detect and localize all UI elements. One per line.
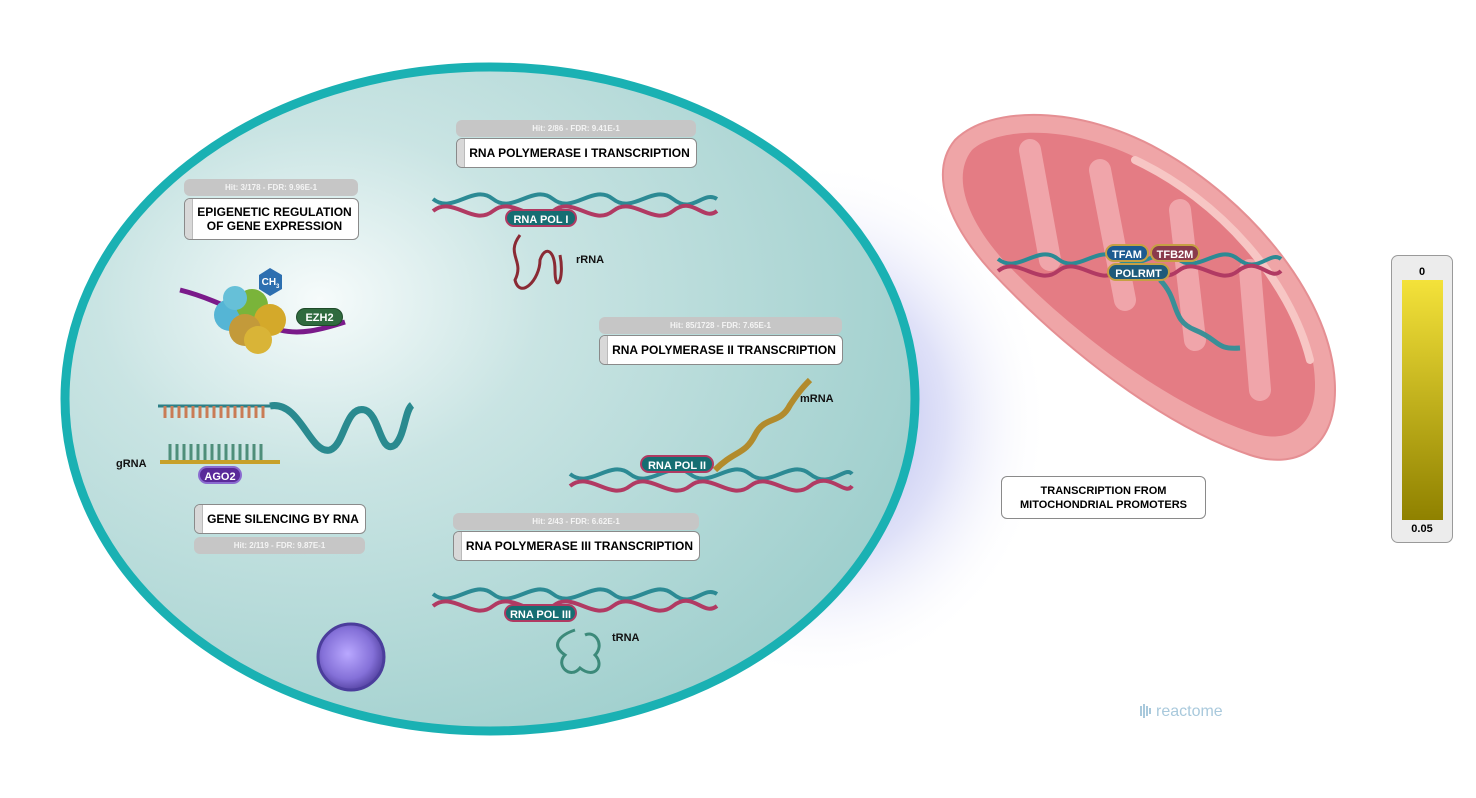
mrna-strand: [712, 377, 813, 473]
ch3-hexagon: [259, 268, 282, 296]
ch3-subscript: 3: [276, 284, 280, 290]
mrna-label: mRNA: [800, 393, 834, 405]
rrna-label: rRNA: [576, 254, 605, 266]
pathway-label: RNA POLYMERASE II TRANSCRIPTION: [612, 343, 836, 357]
pathway-epigenetic-regulation[interactable]: EPIGENETIC REGULATION OF GENE EXPRESSION: [184, 198, 359, 240]
dna-helix-pol3: [431, 587, 719, 613]
rrna-strand: [512, 234, 563, 290]
grna-label: gRNA: [116, 458, 147, 470]
tfam-protein[interactable]: TFAM: [1105, 244, 1149, 262]
hit-epigenetic: Hit: 3/178 - FDR: 9.96E-1: [184, 179, 358, 196]
pathway-gene-silencing-by-rna[interactable]: GENE SILENCING BY RNA: [194, 504, 366, 534]
analysis-bar: [457, 139, 465, 167]
analysis-bar: [195, 505, 203, 533]
trna-label: tRNA: [612, 632, 640, 644]
legend-gradient: [1402, 280, 1443, 520]
pathway-label: GENE SILENCING BY RNA: [207, 512, 359, 526]
ezh2-protein[interactable]: EZH2: [296, 308, 343, 326]
trna-strand: [556, 628, 601, 674]
hit-rna-pol-iii: Hit: 2/43 - FDR: 6.62E-1: [453, 513, 699, 530]
rna-pol-i-complex[interactable]: RNA POL I: [505, 209, 577, 227]
pathway-mitochondrial-transcription[interactable]: TRANSCRIPTION FROM MITOCHONDRIAL PROMOTE…: [1001, 476, 1206, 519]
ago2-protein[interactable]: AGO2: [198, 466, 242, 484]
analysis-bar: [185, 199, 193, 239]
hit-rna-pol-i: Hit: 2/86 - FDR: 9.41E-1: [456, 120, 696, 137]
analysis-bar: [600, 336, 608, 364]
pathway-label: EPIGENETIC REGULATION OF GENE EXPRESSION: [197, 205, 352, 233]
rna-pol-ii-complex[interactable]: RNA POL II: [640, 455, 714, 473]
tfb2m-protein[interactable]: TFB2M: [1150, 244, 1200, 262]
nuclear-body: [316, 622, 386, 692]
rna-pol-iii-complex[interactable]: RNA POL III: [504, 604, 577, 622]
pathway-label: RNA POLYMERASE I TRANSCRIPTION: [469, 146, 690, 160]
legend-bottom-value: 0.05: [1411, 523, 1433, 535]
legend-top-value: 0: [1418, 266, 1426, 278]
nucleosome: [179, 286, 346, 354]
dna-helix-pol1: [431, 192, 719, 218]
gene-silencing-helix: [158, 402, 415, 464]
pathway-label: RNA POLYMERASE III TRANSCRIPTION: [465, 539, 694, 553]
analysis-bar: [454, 532, 462, 560]
pathway-rna-pol-ii-transcription[interactable]: RNA POLYMERASE II TRANSCRIPTION: [599, 335, 843, 365]
mitochondrion: [941, 113, 1337, 461]
reactome-logo-text: reactome: [1156, 703, 1223, 720]
pathway-rna-pol-iii-transcription[interactable]: RNA POLYMERASE III TRANSCRIPTION: [453, 531, 700, 561]
dna-helix-pol2: [568, 467, 854, 493]
hit-rna-pol-ii: Hit: 85/1728 - FDR: 7.65E-1: [599, 317, 842, 334]
analysis-legend[interactable]: 0 0.05: [1391, 255, 1453, 543]
pathway-rna-pol-i-transcription[interactable]: RNA POLYMERASE I TRANSCRIPTION: [456, 138, 697, 168]
polrmt-protein[interactable]: POLRMT: [1107, 263, 1170, 281]
reactome-logo: reactome: [1140, 703, 1223, 721]
ch3-text: CH: [261, 277, 277, 288]
ch3-label: CH3: [259, 276, 282, 294]
reactome-mark-icon: [1140, 704, 1151, 718]
hit-gene-silencing: Hit: 2/119 - FDR: 9.87E-1: [194, 537, 365, 554]
